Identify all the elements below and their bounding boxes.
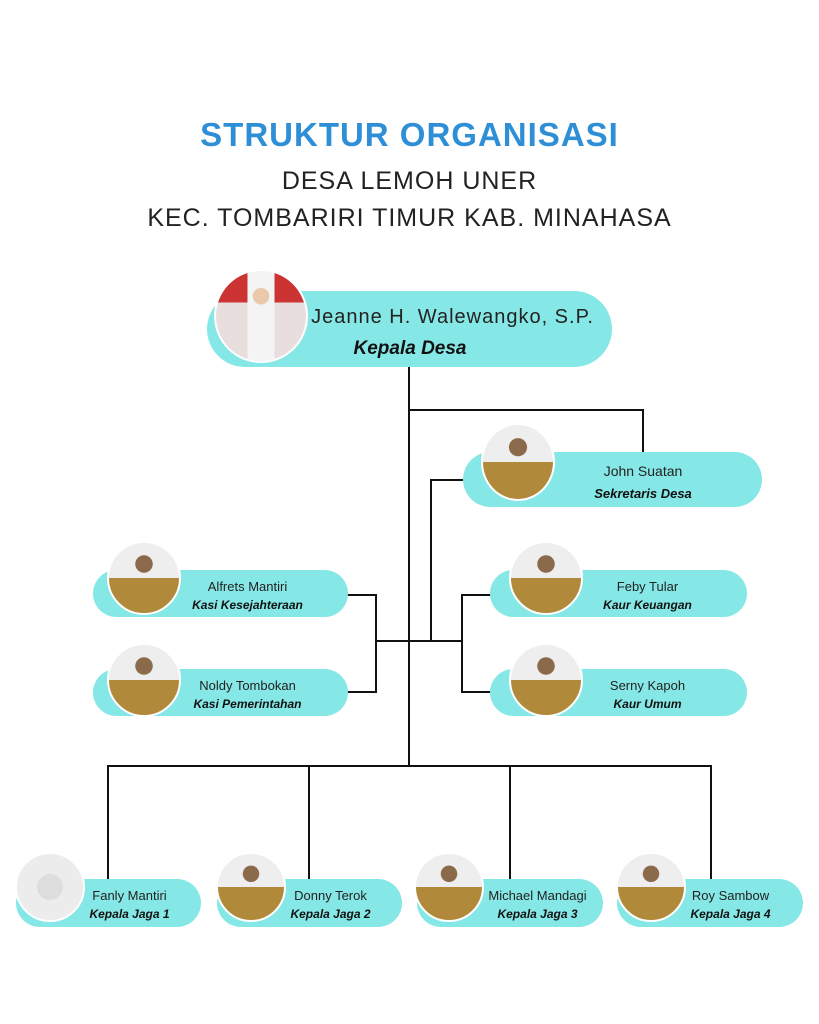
connector-line [430,479,432,642]
member-name: Alfrets Mantiri [207,579,288,594]
member-name: Fanly Mantiri [92,888,167,903]
member-role: Kepala Jaga 2 [290,907,371,921]
member-photo [616,852,686,922]
connector-line [375,640,463,642]
district-name: KEC. TOMBARIRI TIMUR KAB. MINAHASA [147,204,672,232]
member-photo [216,852,286,922]
member-role: Kepala Jaga 3 [497,907,578,921]
member-role: Kasi Pemerintahan [193,697,302,711]
member-name: Michael Mandagi [488,888,587,903]
member-role: Kaur Umum [613,697,682,711]
connector-line [375,594,377,693]
connector-line [509,765,511,880]
connector-line [408,367,410,767]
connector-line [347,594,377,596]
placeholder-avatar-icon [15,852,85,922]
member-role: Kepala Jaga 4 [690,907,771,921]
member-role: Kaur Keuangan [603,598,692,612]
connector-line [107,765,109,880]
village-name: DESA LEMOH UNER [281,167,538,195]
member-photo [509,643,583,717]
member-name: Donny Terok [294,888,367,903]
member-photo [414,852,484,922]
member-name: Feby Tular [616,579,679,594]
connector-line [347,691,377,693]
member-role: Kepala Desa [353,338,467,359]
member-role: Sekretaris Desa [594,486,692,501]
member-photo [481,423,555,501]
member-photo [214,269,308,363]
member-name: Roy Sambow [691,888,770,903]
member-name: Jeanne H. Walewangko, S.P. [311,306,594,328]
member-name: Serny Kapoh [609,678,686,693]
member-role: Kasi Kesejahteraan [192,598,303,612]
connector-line [642,409,644,453]
member-photo [107,643,181,717]
member-photo [509,541,583,615]
connector-line [308,765,310,880]
connector-line [461,594,491,596]
member-name: John Suatan [603,463,683,479]
member-photo [107,541,181,615]
connector-line [710,765,712,880]
chart-title: STRUKTUR ORGANISASI [200,116,619,153]
member-name: Noldy Tombokan [199,678,296,693]
member-role: Kepala Jaga 1 [89,907,170,921]
connector-line [461,594,463,693]
connector-line [408,409,644,411]
connector-line [461,691,491,693]
connector-line [107,765,712,767]
connector-line [430,479,464,481]
